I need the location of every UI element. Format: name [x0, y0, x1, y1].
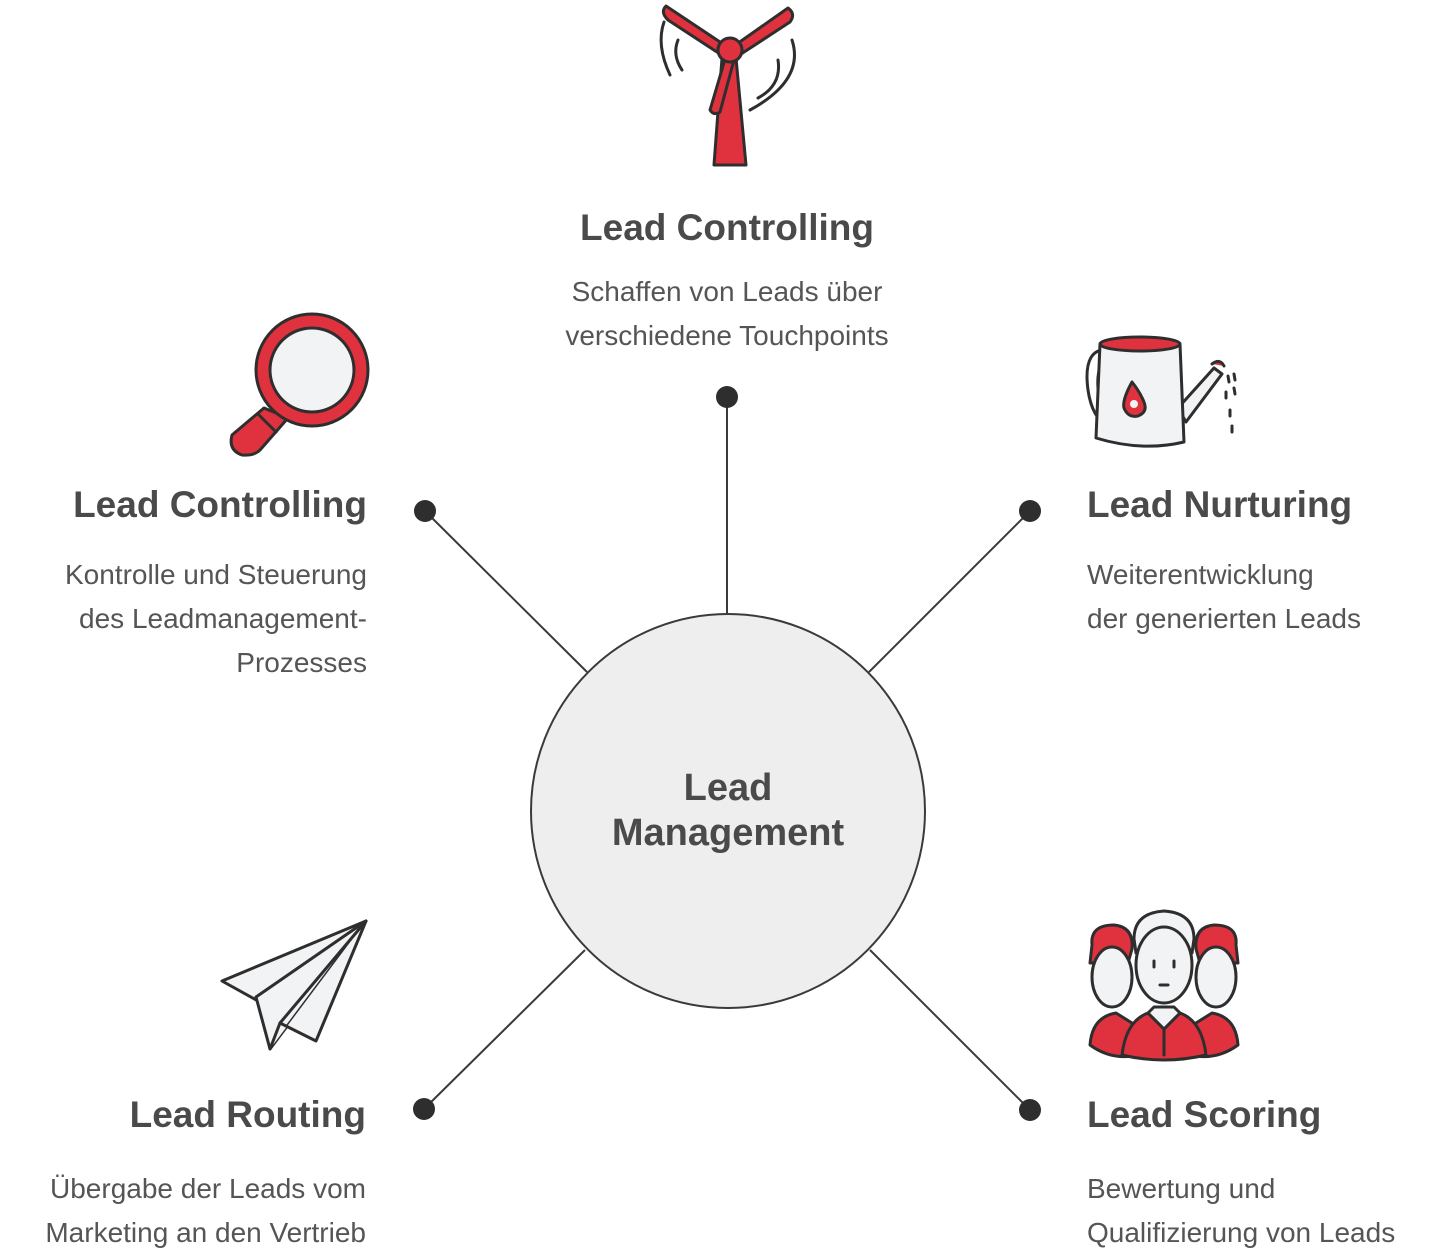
node-left-upper-desc-line3: Prozesses	[236, 647, 367, 678]
paper-plane-icon	[220, 919, 368, 1051]
node-right-lower-desc-line2: Qualifizierung von Leads	[1087, 1217, 1396, 1248]
windmill-icon	[659, 4, 796, 167]
node-right-lower-title: Lead Scoring	[1087, 1094, 1322, 1135]
node-top: Lead Controlling Schaffen von Leads über…	[477, 206, 977, 358]
node-top-title: Lead Controlling	[580, 207, 874, 248]
node-left-lower-desc-line2: Marketing an den Vertrieb	[45, 1217, 366, 1248]
connector-dot-right-upper	[1019, 500, 1041, 522]
connector-left-upper	[424, 510, 588, 673]
connector-dot-left-lower	[413, 1098, 435, 1120]
node-left-upper: Lead Controlling Kontrolle und Steuerung…	[0, 483, 367, 685]
node-left-upper-desc-line1: Kontrolle und Steuerung	[65, 559, 367, 590]
node-right-upper-title: Lead Nurturing	[1087, 484, 1353, 525]
connector-dot-right-lower	[1019, 1099, 1041, 1121]
connector-dot-left-upper	[414, 500, 436, 522]
node-left-upper-desc-line2: des Leadmanagement-	[79, 603, 367, 634]
node-right-lower-desc-line1: Bewertung und	[1087, 1173, 1276, 1204]
node-top-desc-line1: Schaffen von Leads über	[571, 276, 883, 307]
center-label-line2: Management	[611, 812, 845, 854]
node-right-upper-desc-line2: der generierten Leads	[1087, 603, 1361, 634]
magnifier-icon	[229, 312, 370, 457]
connector-right-upper	[868, 510, 1031, 673]
node-top-desc-line2: verschiedene Touchpoints	[565, 320, 889, 351]
node-right-upper: Lead Nurturing Weiterentwicklung der gen…	[1087, 483, 1427, 641]
node-right-upper-desc-line1: Weiterentwicklung	[1087, 559, 1314, 590]
watering-can-icon	[1085, 335, 1237, 448]
center-circle: Lead Management	[530, 613, 926, 1009]
center-label: Lead Management	[578, 766, 878, 856]
node-left-upper-title: Lead Controlling	[73, 484, 367, 525]
center-label-line1: Lead	[683, 767, 773, 809]
node-left-lower-desc-line1: Übergabe der Leads vom	[50, 1173, 366, 1204]
node-left-lower: Lead Routing Übergabe der Leads vom Mark…	[0, 1093, 366, 1255]
connector-dot-top	[716, 386, 738, 408]
connector-left-lower	[423, 949, 586, 1110]
node-right-lower: Lead Scoring Bewertung und Qualifizierun…	[1087, 1093, 1434, 1255]
node-left-lower-title: Lead Routing	[129, 1094, 366, 1135]
people-group-icon	[1088, 909, 1240, 1062]
connector-right-lower	[869, 949, 1031, 1111]
